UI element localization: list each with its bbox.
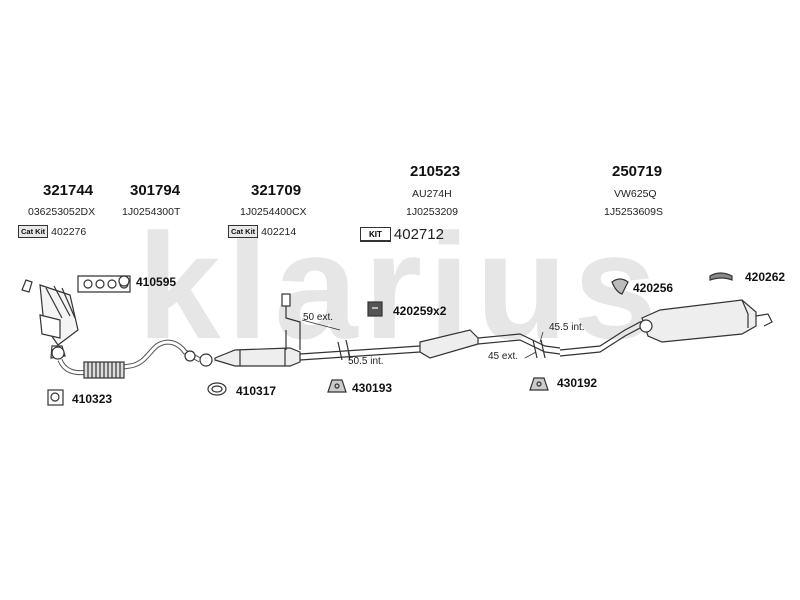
rear-silencer <box>559 299 773 357</box>
part-label-410317: 410317 <box>236 384 277 398</box>
oem-036253052DX: 036253052DX <box>28 206 96 218</box>
cat-kit-tag-402214: Cat Kit 402214 <box>228 225 296 238</box>
part-label-410323: 410323 <box>72 392 113 406</box>
hanger-430193-icon <box>327 379 347 393</box>
kit-tag-402712: KIT 402712 <box>360 226 444 243</box>
oem-1J0253209: 1J0253209 <box>406 206 458 218</box>
exhaust-manifold <box>21 279 79 360</box>
oem-1J0254400CX: 1J0254400CX <box>240 206 307 218</box>
dimension-50-5-int: 50.5 int. <box>348 356 384 367</box>
kit-number: 402712 <box>393 226 444 243</box>
dimension-45-ext: 45 ext. <box>488 351 519 362</box>
hanger-430192-icon <box>529 377 549 391</box>
part-label-430192: 430192 <box>557 376 598 390</box>
part-number-250719: 250719 <box>612 163 663 180</box>
cat-kit-tag-402276: Cat Kit 402276 <box>18 225 86 238</box>
cat-kit-badge: Cat Kit <box>18 225 49 238</box>
centre-silencer <box>419 329 561 359</box>
kit-number: 402276 <box>51 225 87 238</box>
part-number-301794: 301794 <box>130 182 181 199</box>
rubber-420262-icon <box>709 272 733 281</box>
bracket-420259-icon <box>367 301 383 317</box>
part-number-210523: 210523 <box>410 163 461 180</box>
part-label-420256: 420256 <box>633 281 674 295</box>
part-label-420259x2: 420259x2 <box>393 304 447 318</box>
part-number-321709: 321709 <box>251 182 302 199</box>
rubber-420256-icon <box>611 278 629 295</box>
oem-VW625Q: VW625Q <box>614 188 657 200</box>
part-label-420262: 420262 <box>745 270 786 284</box>
part-label-430193: 430193 <box>352 381 393 395</box>
part-label-410595: 410595 <box>136 275 177 289</box>
catalytic-converter <box>214 293 301 367</box>
oem-1J0254300T: 1J0254300T <box>122 206 181 218</box>
dimension-arrows <box>301 319 544 361</box>
oem-AU274H: AU274H <box>412 188 452 200</box>
part-number-321744: 321744 <box>43 182 94 199</box>
dimension-45-5-int: 45.5 int. <box>549 322 585 333</box>
cat-kit-badge: Cat Kit <box>228 225 259 238</box>
gasket-410323-icon <box>47 389 64 406</box>
kit-number: 402214 <box>261 225 297 238</box>
dimension-50-ext: 50 ext. <box>303 312 334 323</box>
clamp-410317-icon <box>207 382 227 396</box>
kit-badge: KIT <box>360 227 391 242</box>
front-pipe <box>57 339 213 379</box>
clamp-410595-icon <box>118 275 130 287</box>
oem-1J5253609S: 1J5253609S <box>604 206 663 218</box>
